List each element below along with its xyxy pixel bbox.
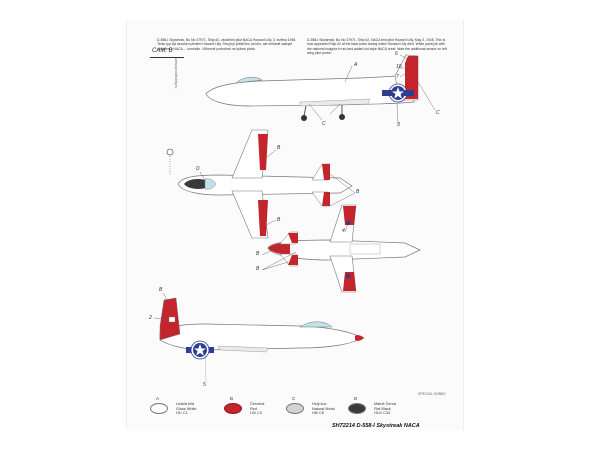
callout-10-top: 10: [396, 64, 402, 70]
brand-logo: SPECIAL HOBBY: [418, 392, 446, 396]
callout-b-bottom-profile: B: [159, 287, 163, 293]
swatch-red: [224, 403, 242, 414]
callout-c-top-gear: C: [322, 121, 326, 127]
swatch-letter-c: C: [292, 396, 296, 401]
footer-title: SH72214 D-558-I Skystreak NACA: [332, 423, 420, 429]
side-profile-top: [205, 54, 436, 125]
callout-c-top-tail: C: [436, 110, 440, 116]
swatch-label-d: Matně Černá Flat Black H12/ C33: [374, 402, 396, 416]
callout-b-top-view-lower: B: [277, 217, 281, 223]
swatch-label-c: Holý kov Natural Metal H8/ C8: [312, 402, 335, 416]
callout-2-bottom-profile: 2: [149, 315, 152, 321]
callout-d-top-view: D: [196, 166, 200, 172]
callout-6-top: 6: [395, 51, 398, 57]
swatch-letter-b: B: [230, 396, 234, 401]
swatch-gloss-white: [150, 403, 168, 414]
callout-a-top: A: [354, 62, 358, 68]
swatch-flat-black: [348, 403, 366, 414]
camo-label: CAM. B: [152, 48, 173, 54]
callout-7-top: 7: [396, 74, 399, 80]
swatch-label-a: Lesklá bílá Gloss White H1/ C1: [176, 402, 197, 416]
callout-3-top: 3: [397, 122, 400, 128]
callout-b-top-tail: B: [356, 189, 360, 195]
callout-b-top-view: B: [277, 145, 281, 151]
bottom-view: [261, 204, 421, 293]
callout-b-bottom-view-2: B: [256, 266, 260, 272]
swatch-letter-a: A: [156, 396, 160, 401]
callout-5-bottom-profile: 5: [203, 382, 206, 388]
callout-b-bottom-view: B: [256, 251, 260, 257]
swatch-natural-metal: [286, 403, 304, 414]
description-czech: D-558-I Skystreak, Bu No 37971, Ship #2,…: [157, 38, 297, 51]
description-english: D-558-I Skystreak, Bu No 37971, Ship #2,…: [307, 38, 447, 56]
side-profile-bottom: [153, 292, 364, 383]
callout-4-bottom-view: 4: [342, 228, 345, 234]
swatch-letter-d: D: [354, 396, 358, 401]
swatch-label-b: Červená Red H3/ C3: [250, 402, 265, 416]
top-view: [177, 129, 356, 239]
rotation-mark-icon: [166, 148, 174, 156]
camo-underline: [150, 57, 184, 58]
